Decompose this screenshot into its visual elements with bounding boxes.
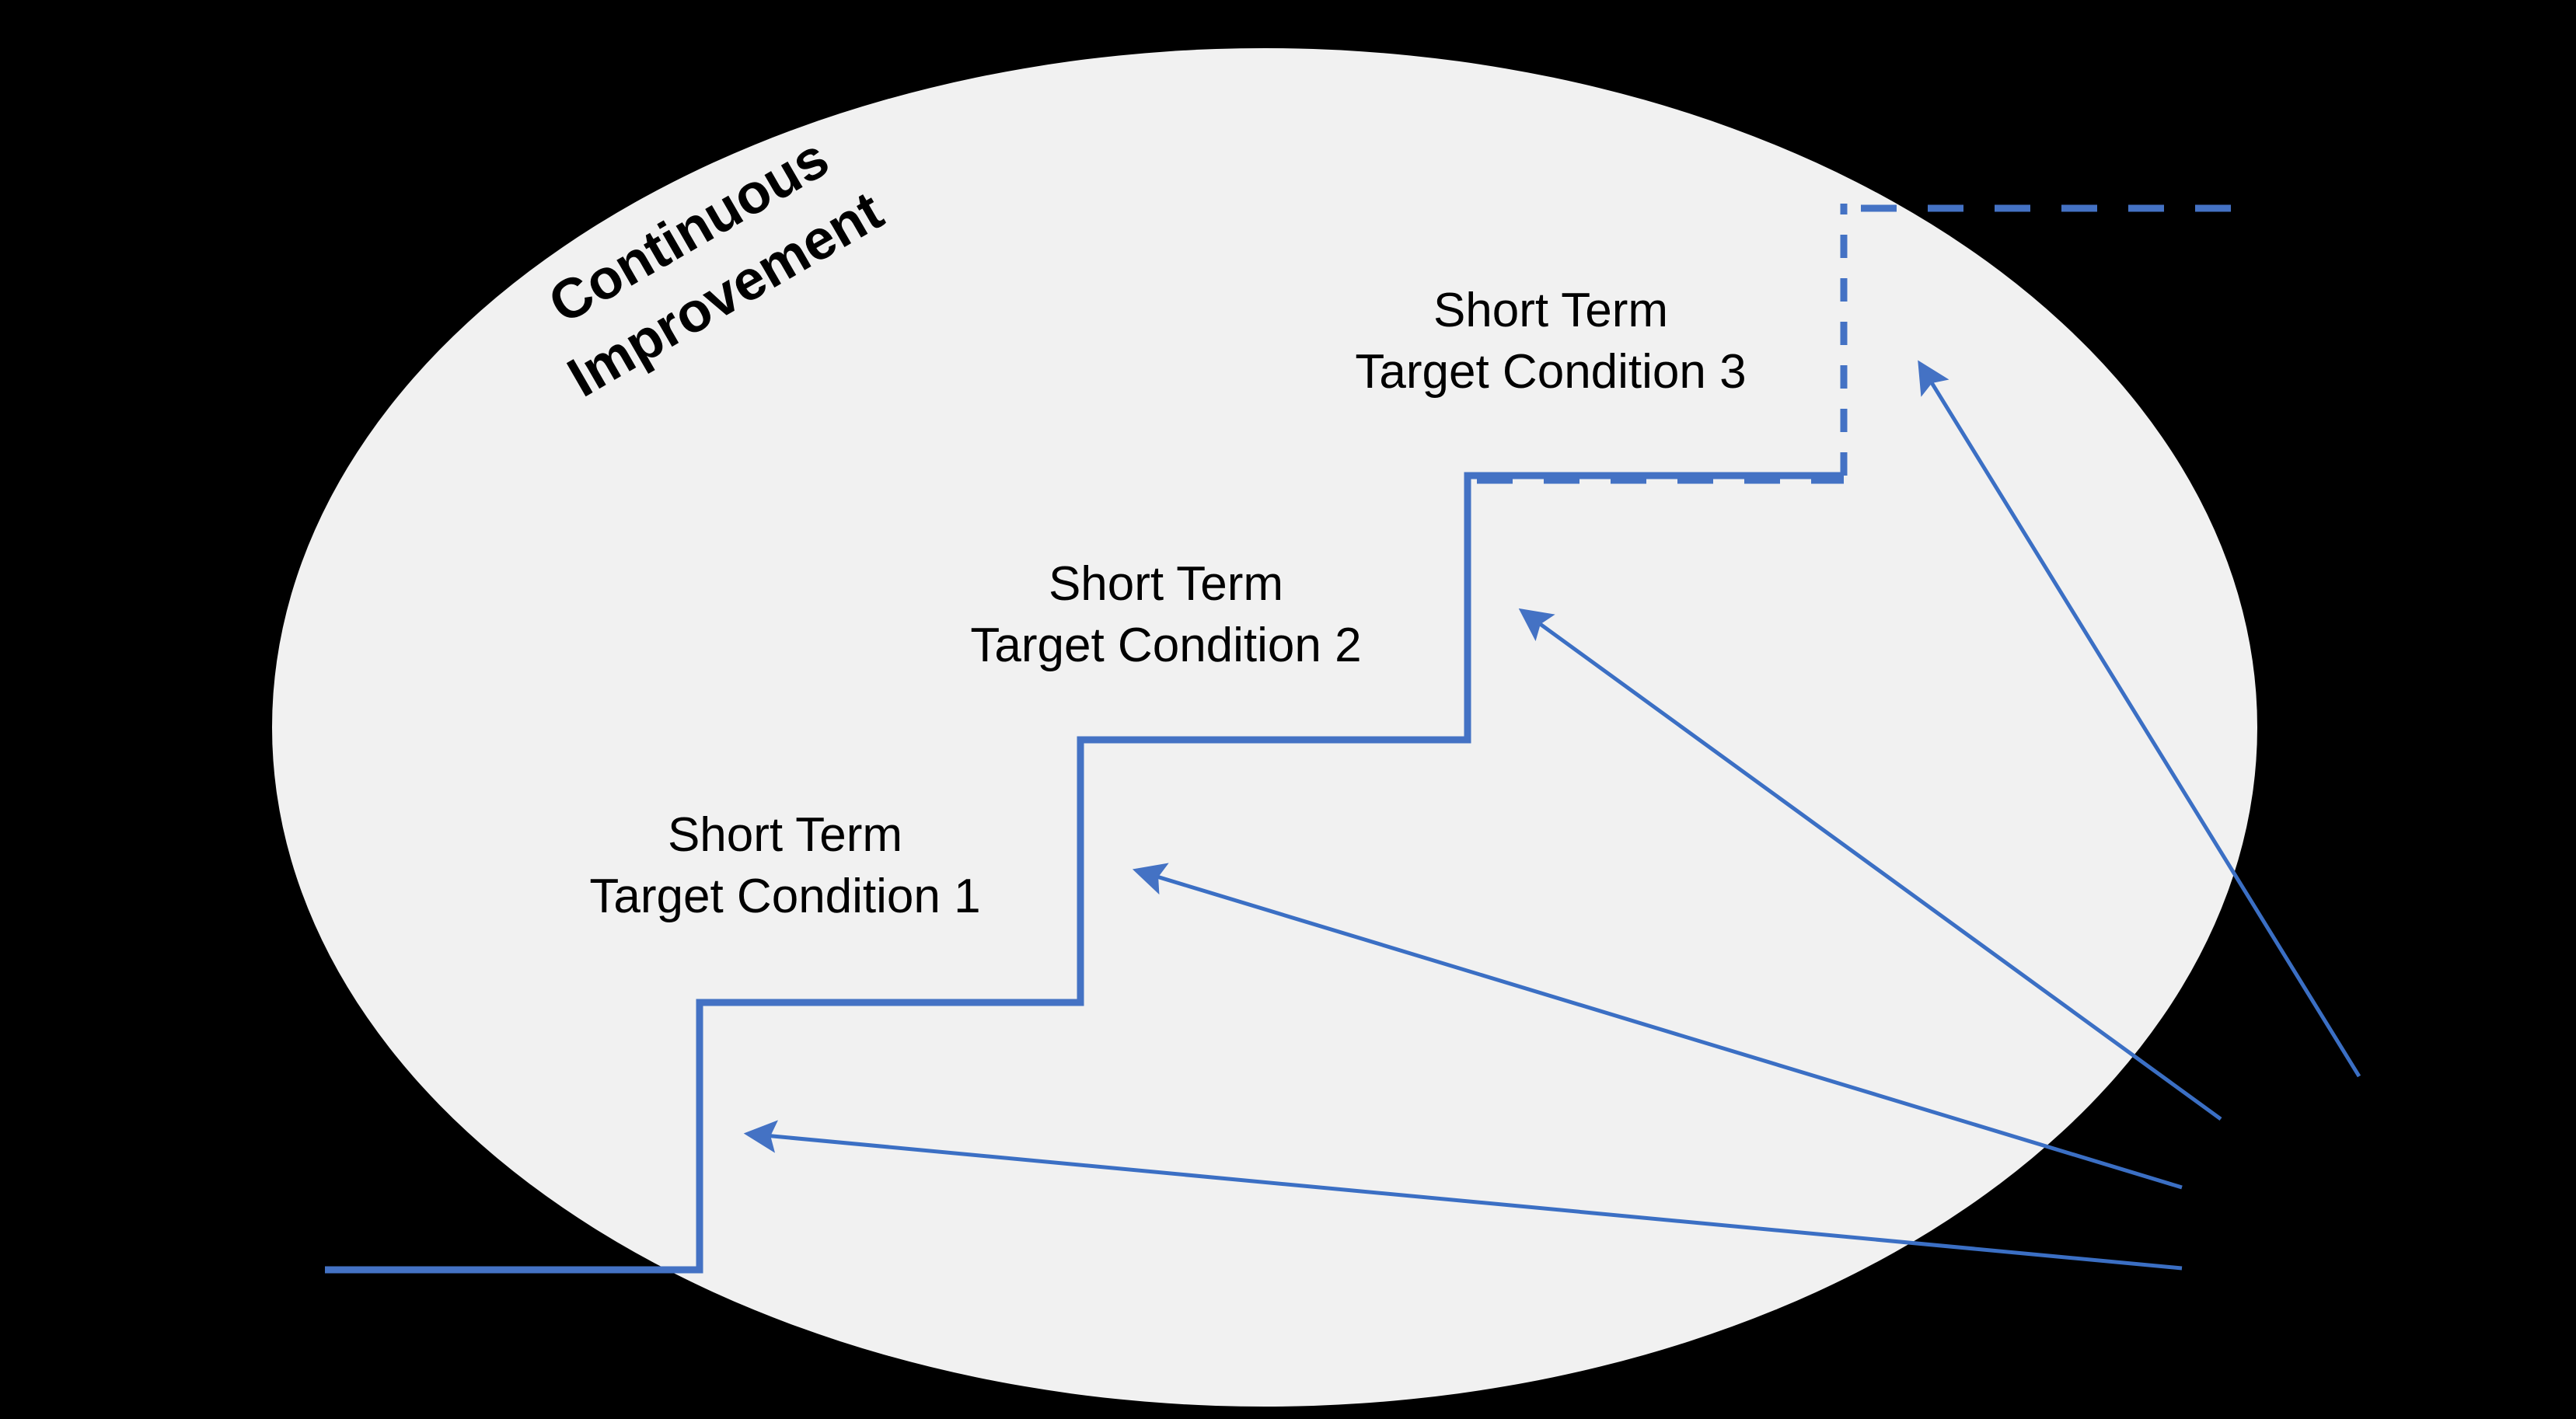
arrow-to-step-1: [1132, 863, 2183, 1190]
arrow-to-step-2: [1518, 608, 2222, 1121]
arrow-to-baseline: [743, 1120, 2183, 1271]
short-term-target-condition-2-label: Short Term Target Condition 2: [894, 553, 1438, 677]
step-3-line-2: Target Condition 3: [1355, 345, 1747, 399]
short-term-target-condition-3-label: Short Term Target Condition 3: [1279, 280, 1823, 403]
step-2-line-1: Short Term: [1048, 557, 1284, 611]
short-term-target-condition-1-label: Short Term Target Condition 1: [513, 804, 1057, 928]
arrow-to-step-3: [1918, 360, 2361, 1078]
step-1-line-2: Target Condition 1: [589, 870, 981, 924]
continuous-improvement-ellipse: [272, 48, 2257, 1407]
step-1-line-1: Short Term: [667, 808, 903, 862]
step-3-line-1: Short Term: [1433, 284, 1669, 337]
staircase-solid-path: [325, 472, 1844, 1274]
step-2-line-2: Target Condition 2: [970, 619, 1362, 673]
